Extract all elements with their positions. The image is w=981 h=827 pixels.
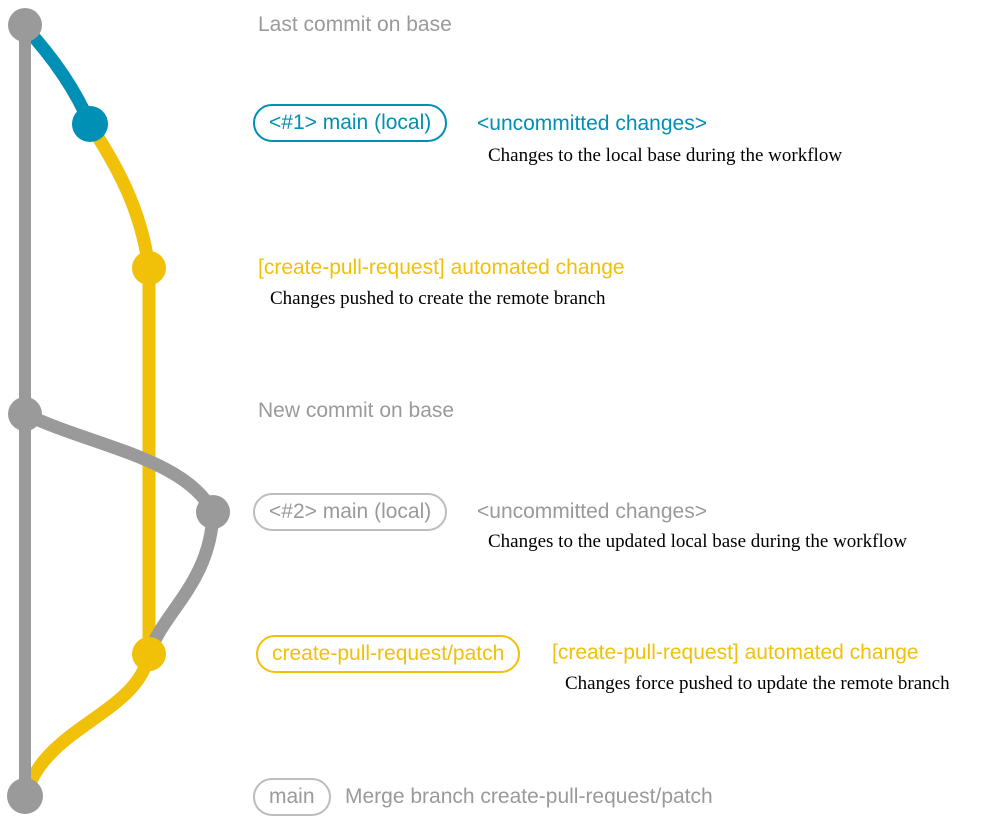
branch-gray-curve-in — [143, 511, 220, 655]
commit-node-last-base — [8, 8, 42, 42]
branch-yellow-curve-top — [84, 120, 156, 269]
desc-automated-change-1: Changes pushed to create the remote bran… — [270, 288, 606, 309]
label-merge-branch: Merge branch create-pull-request/patch — [345, 785, 713, 808]
commit-node-merge — [7, 778, 43, 814]
git-graph — [7, 8, 230, 814]
commit-node-automated-2 — [132, 637, 166, 671]
badge-main-local-1: <#1> main (local) — [253, 104, 448, 142]
badge-main: main — [253, 778, 331, 816]
heading-uncommitted-changes-1: <uncommitted changes> — [477, 112, 707, 135]
branch-yellow-merge-curve — [19, 652, 156, 797]
heading-automated-change-2: [create-pull-request] automated change — [552, 641, 919, 664]
badge-create-pull-request-patch: create-pull-request/patch — [256, 635, 521, 673]
commit-node-automated-1 — [132, 251, 166, 285]
desc-automated-change-2: Changes force pushed to update the remot… — [565, 673, 950, 694]
label-new-commit-on-base: New commit on base — [258, 399, 455, 422]
branch-gray-curve-out — [22, 408, 219, 516]
commit-node-uncommitted-2 — [196, 495, 230, 529]
label-last-commit-on-base: Last commit on base — [258, 13, 452, 36]
badge-main-local-2: <#2> main (local) — [253, 493, 448, 531]
heading-uncommitted-changes-2: <uncommitted changes> — [477, 500, 707, 523]
desc-uncommitted-changes-2: Changes to the updated local base during… — [488, 531, 907, 552]
desc-uncommitted-changes-1: Changes to the local base during the wor… — [488, 145, 843, 166]
commit-node-uncommitted-1 — [72, 106, 108, 142]
heading-automated-change-1: [create-pull-request] automated change — [258, 256, 625, 279]
commit-node-new-base — [8, 397, 42, 431]
